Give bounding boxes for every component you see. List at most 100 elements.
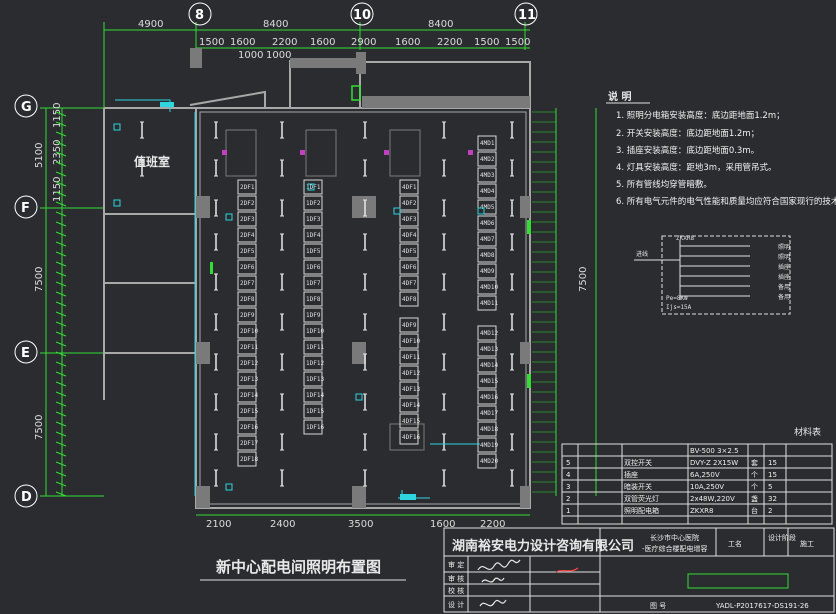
cabinet [303, 243, 323, 259]
cabinet [477, 295, 497, 311]
cabinet-label: 4DF9 [402, 322, 417, 329]
cabinet-label: 4DF7 [402, 280, 417, 287]
dim-tick [55, 321, 67, 327]
cabinet [477, 325, 497, 341]
dim-tick [55, 281, 67, 287]
dim-tick [55, 171, 67, 177]
cabinet-label: 4DF4 [402, 232, 417, 239]
cabinet-label: 1DF15 [306, 408, 324, 415]
cabinet [237, 259, 257, 275]
right-dimension-ticks [532, 111, 556, 493]
cabinet [237, 451, 257, 467]
cabinet-label: 4DF8 [402, 296, 417, 303]
axis-bubble-8: 8 [195, 8, 204, 23]
cabinet-label: 4MD7 [480, 236, 495, 243]
material-cell: 暗装开关 [624, 482, 652, 491]
cabinet [477, 151, 497, 167]
cabinet-label: 2DF14 [240, 392, 258, 399]
svg-text:1000: 1000 [238, 50, 263, 61]
cabinet [399, 243, 419, 259]
axis-bubbles-top [188, 2, 538, 26]
cabinet [399, 179, 419, 195]
cabinet [237, 371, 257, 387]
tb-stage-label: 设计阶段 [768, 533, 796, 542]
cabinet [477, 453, 497, 469]
note-4: 4. 灯具安装高度：距地3m，采用管吊式。 [616, 162, 777, 173]
cabinet [237, 435, 257, 451]
svg-text:2200: 2200 [437, 37, 462, 48]
cabinet [237, 339, 257, 355]
cabinet [477, 135, 497, 151]
cabinet [237, 179, 257, 195]
dim-tick [55, 411, 67, 417]
cabinet [303, 355, 323, 371]
axis-bubble-E: E [21, 346, 30, 361]
cabinet [237, 195, 257, 211]
cabinet-label: 1DF8 [306, 296, 321, 303]
cabinet [399, 413, 419, 429]
left-dimension-lines [40, 107, 104, 497]
cabinet [477, 263, 497, 279]
title-block-grid [443, 527, 835, 613]
note-2: 2. 开关安装高度：底边距地面1.2m； [616, 128, 759, 139]
cabinet [399, 195, 419, 211]
dim-tick [55, 141, 67, 147]
drawing-number: YADL-P2017617-DS191-26 [715, 602, 809, 610]
duty-room-label: 值班室 [134, 154, 170, 169]
project-name: 长沙市中心医院 [650, 533, 699, 542]
cabinet-label: 4MD19 [480, 442, 498, 449]
cabinet [303, 323, 323, 339]
material-cell: 双管荧光灯 [624, 494, 659, 503]
cabinet-label: 2DF11 [240, 344, 258, 351]
cabinet-label: 4MD10 [480, 284, 498, 291]
dim-tick [55, 191, 67, 197]
material-cell: 3 [566, 483, 570, 491]
svg-text:1600: 1600 [230, 37, 255, 48]
axis-bubbles-left [14, 94, 38, 508]
cabinet-label: 2DF15 [240, 408, 258, 415]
cabinet-label: 4DF3 [402, 216, 417, 223]
dim-tick [55, 441, 67, 447]
material-cell: 2 [566, 495, 570, 503]
switchgear-cabinets: 2DF12DF22DF32DF42DF52DF62DF72DF82DF92DF1… [237, 135, 498, 469]
tb-role-2: 审 核 [448, 574, 464, 583]
cabinet-label: 4MD15 [480, 378, 498, 385]
dim-tick [55, 371, 67, 377]
cabinet-label: 1DF16 [306, 424, 324, 431]
svg-text:1000: 1000 [266, 50, 291, 61]
dim-tick [55, 221, 67, 227]
cabinet-label: 1DF11 [306, 344, 324, 351]
cabinet [477, 405, 497, 421]
cabinet [399, 365, 419, 381]
cabinet-label: 1DF1 [306, 184, 321, 191]
cabinet [399, 333, 419, 349]
dim-tick [55, 121, 67, 127]
cabinet-label: 1DF6 [306, 264, 321, 271]
dim-tick [55, 341, 67, 347]
dim-tick [55, 251, 67, 257]
cabinet-label: 4MD12 [480, 330, 498, 337]
axis-bubble-G: G [21, 100, 32, 115]
dim-tick [55, 361, 67, 367]
panel-power-line-2: Ijs=15A [666, 304, 692, 311]
cabinet-label: 1DF7 [306, 280, 321, 287]
cabinet-label: 1DF14 [306, 392, 324, 399]
cabinet [477, 167, 497, 183]
material-cell: 套 [751, 458, 758, 467]
company-name: 湖南裕安电力设计咨询有限公司 [452, 538, 634, 554]
svg-text:1600: 1600 [395, 37, 420, 48]
dim-tick [55, 331, 67, 337]
drawing-title: 新中心配电间照明布置图 [216, 558, 381, 576]
cabinet-label: 4DF16 [402, 434, 420, 441]
cabinet-label: 2DF1 [240, 184, 255, 191]
panel-circuit-1: 照明 [778, 244, 790, 251]
cabinet-label: 4DF5 [402, 248, 417, 255]
cabinet-label: 2DF12 [240, 360, 258, 367]
cabinet [477, 183, 497, 199]
cabinet-label: 4MD11 [480, 300, 498, 307]
cabinet-label: 1DF13 [306, 376, 324, 383]
dim-tick [55, 451, 67, 457]
cabinet-label: 2DF17 [240, 440, 258, 447]
left-small-dim-3: 1150 [52, 177, 63, 202]
top-dim-3: 8400 [428, 19, 453, 30]
